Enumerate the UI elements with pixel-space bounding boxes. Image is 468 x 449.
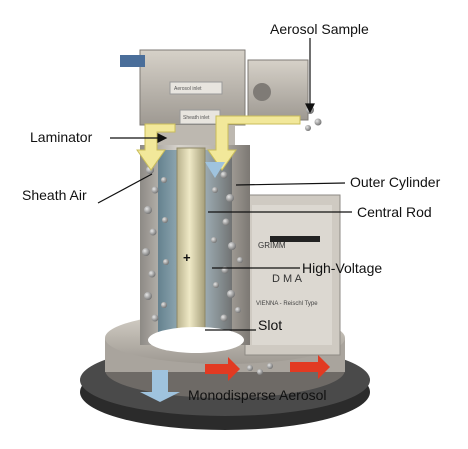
- label-monodisperse-aerosol: Monodisperse Aerosol: [188, 387, 327, 403]
- label-central-rod: Central Rod: [357, 204, 432, 220]
- device-type-line: VIENNA - Reischl Type: [256, 301, 318, 307]
- aerosol-flow-arrows: [136, 115, 301, 171]
- outlet-arrows: [205, 355, 330, 381]
- top-manifold: [120, 49, 309, 145]
- port-top-label: Aerosol inlet: [174, 86, 202, 92]
- label-laminator: Laminator: [30, 129, 93, 145]
- label-high-voltage: High-Voltage: [302, 260, 383, 276]
- slot-ring: [148, 327, 244, 353]
- particles: [142, 106, 322, 375]
- label-aerosol-sample: Aerosol Sample: [270, 21, 369, 37]
- label-outer-cylinder: Outer Cylinder: [350, 174, 441, 190]
- sheath-air-arrows: [140, 162, 225, 402]
- device-model: D M A: [272, 273, 303, 285]
- label-slot: Slot: [258, 317, 283, 333]
- polarity-plus: +: [183, 250, 191, 265]
- label-sheath-air: Sheath Air: [22, 187, 87, 203]
- device-brand: GRIMM: [258, 241, 286, 250]
- port-bottom-label: Sheath inlet: [183, 115, 210, 121]
- central-rod: [176, 147, 206, 345]
- leader-lines: [97, 38, 352, 331]
- electronics-box: [244, 194, 341, 356]
